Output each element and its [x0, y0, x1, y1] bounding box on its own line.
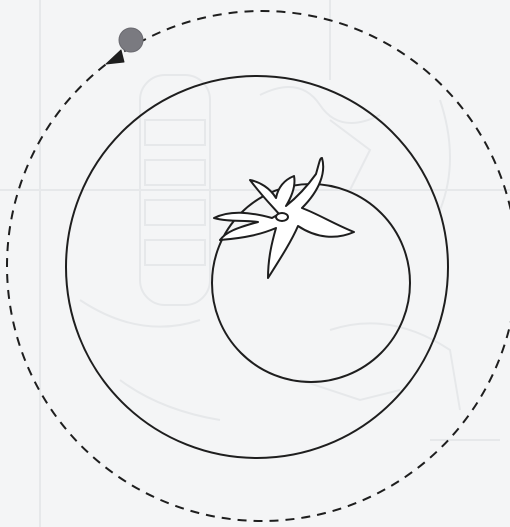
marker-dot-icon [119, 28, 143, 52]
solid-plate-circle [66, 76, 448, 458]
tomato-stem-icon [214, 158, 354, 278]
dashed-orbit-circle [7, 11, 510, 521]
pointer-arrow-icon [106, 50, 124, 64]
